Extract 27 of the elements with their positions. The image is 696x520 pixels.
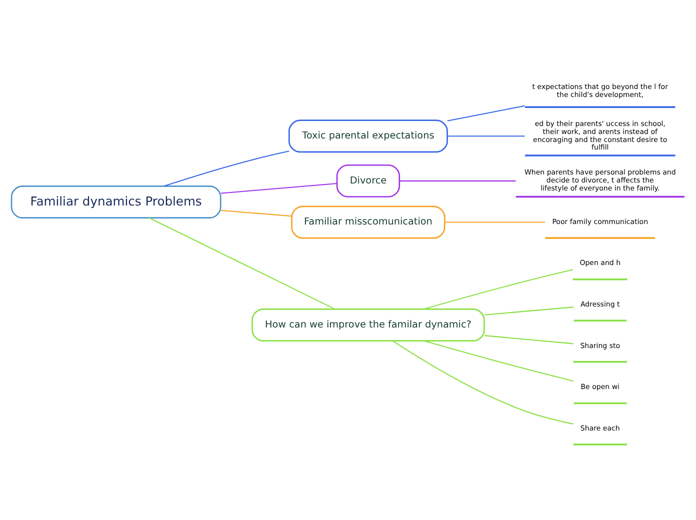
connector xyxy=(399,180,516,182)
node-text: Adressing t xyxy=(580,299,620,308)
node-text: Open and h xyxy=(580,258,621,268)
node-box: Toxic parental expectations xyxy=(288,120,448,153)
connector xyxy=(164,150,290,187)
node-text: Sharing sto xyxy=(580,340,620,350)
node-text: t expectations that go beyond the l for the child's development, xyxy=(532,82,668,99)
node-text: Be open wi xyxy=(580,382,620,392)
connector xyxy=(424,340,574,382)
node-text: Share each xyxy=(580,423,620,432)
connector xyxy=(424,269,573,310)
connector xyxy=(392,340,574,424)
connector xyxy=(220,210,292,217)
connector xyxy=(484,335,574,344)
node-text: Poor family communication xyxy=(552,216,648,226)
connector xyxy=(148,217,336,310)
node-box: How can we improve the familar dynamic? xyxy=(252,308,485,342)
node-box: Familiar misscomunication xyxy=(291,206,446,239)
node-text: ed by their parents' uccess in school, their work, and arents instead of encoraging and the constant desire to fulfill xyxy=(533,118,668,152)
node-box: Familiar dynamics Problems xyxy=(10,186,222,218)
connector xyxy=(447,136,525,137)
connector xyxy=(220,182,337,194)
connector xyxy=(484,306,574,316)
node-text: When parents have personal problems and decide to divorce, t affects the lifestyle of everyone in the family. xyxy=(524,168,676,193)
connector xyxy=(444,222,546,223)
node-box: Divorce xyxy=(336,164,400,198)
connector xyxy=(447,105,525,122)
